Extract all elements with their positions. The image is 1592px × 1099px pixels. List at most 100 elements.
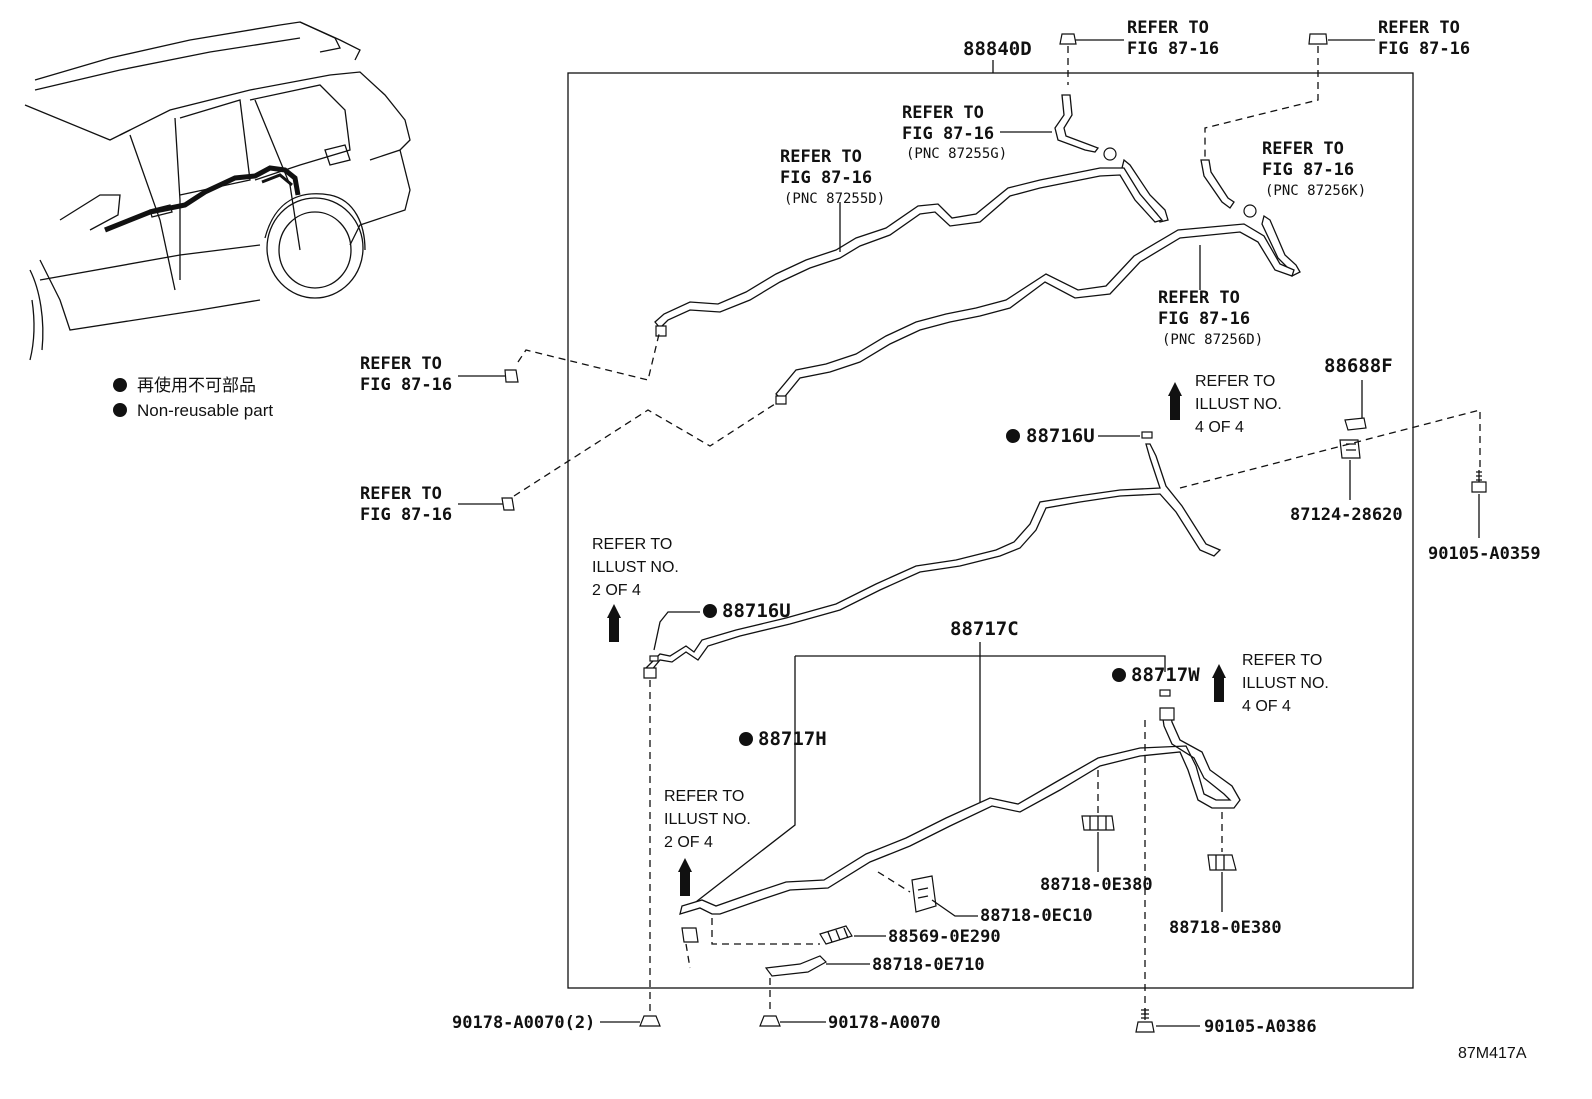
hose-cap-icon [1059, 33, 1077, 45]
svg-text:88716U: 88716U [1026, 425, 1095, 447]
legend-text-jp: 再使用不可部品 [137, 375, 256, 395]
svg-text:ILLUST NO.: ILLUST NO. [1195, 396, 1282, 413]
nut-icon [759, 1015, 781, 1027]
svg-text:90105-A0386: 90105-A0386 [1204, 1017, 1317, 1037]
arrow-up-icon [1212, 664, 1226, 678]
refer-fig-top-1: REFER TO FIG 87-16 [1059, 18, 1219, 85]
part-88569-0E290: 88569-0E290 [819, 925, 1001, 947]
svg-text:88717H: 88717H [758, 728, 827, 750]
clip-icon [1344, 417, 1367, 431]
refer-fig-left-1: REFER TO FIG 87-16 [360, 329, 661, 395]
non-reusable-bullet-icon [739, 732, 753, 746]
refer-illust-right: REFER TO ILLUST NO. 4 OF 4 [1212, 652, 1329, 715]
svg-text:FIG 87-16: FIG 87-16 [1127, 39, 1219, 59]
part-88688F: 88688F [1324, 355, 1393, 431]
hose-clamp-icon [1243, 204, 1257, 218]
part-88717H: 88717H [691, 728, 827, 906]
svg-text:(PNC 87256K): (PNC 87256K) [1265, 183, 1366, 199]
svg-text:REFER TO: REFER TO [1242, 652, 1322, 669]
svg-text:87124-28620: 87124-28620 [1290, 505, 1403, 525]
part-88717C: 88717C [794, 618, 1166, 810]
part-90178-A0070-2: 90178-A0070(2) [452, 1013, 661, 1033]
refer-fig-top-2: REFER TO FIG 87-16 [1204, 18, 1470, 160]
svg-text:2 OF 4: 2 OF 4 [664, 834, 713, 851]
nut-icon [639, 1015, 661, 1027]
svg-text:REFER TO: REFER TO [1195, 373, 1275, 390]
svg-text:FIG 87-16: FIG 87-16 [902, 124, 994, 144]
refer-illust-upper: REFER TO ILLUST NO. 4 OF 4 [1168, 373, 1282, 436]
svg-text:REFER TO: REFER TO [592, 536, 672, 553]
svg-text:(PNC 87256D): (PNC 87256D) [1162, 332, 1263, 348]
svg-text:ILLUST NO.: ILLUST NO. [1242, 675, 1329, 692]
svg-text:88688F: 88688F [1324, 355, 1393, 377]
part-90105-A0386: 90105-A0386 [1135, 1008, 1317, 1037]
hose-clamp-icon [1103, 147, 1117, 161]
svg-text:FIG 87-16: FIG 87-16 [1378, 39, 1470, 59]
part-88718-0EC10: 88718-0EC10 [911, 875, 1093, 926]
bolt-icon [1471, 481, 1487, 493]
refer-fig-87256K: REFER TO FIG 87-16 (PNC 87256K) [1262, 139, 1366, 199]
hose-cap-icon [504, 369, 519, 383]
bolt-icon [1135, 1021, 1155, 1033]
svg-text:88717C: 88717C [950, 618, 1019, 640]
non-reusable-bullet-icon [1112, 668, 1126, 682]
svg-text:88718-0E380: 88718-0E380 [1040, 875, 1153, 895]
part-87124-28620: 87124-28620 [1179, 409, 1481, 525]
part-88718-0E380-b: 88718-0E380 [1169, 854, 1282, 938]
diagram-code: 87M417A [1458, 1045, 1527, 1062]
non-reusable-bullet-icon [1006, 429, 1020, 443]
svg-text:ILLUST NO.: ILLUST NO. [664, 811, 751, 828]
o-ring-icon [649, 655, 659, 662]
svg-text:(PNC 87255D): (PNC 87255D) [784, 191, 885, 207]
svg-text:FIG 87-16: FIG 87-16 [780, 168, 872, 188]
svg-text:ILLUST NO.: ILLUST NO. [592, 559, 679, 576]
pipe-87256D [775, 223, 1295, 405]
legend-text-en: Non-reusable part [137, 401, 273, 420]
svg-text:REFER TO: REFER TO [360, 484, 442, 504]
legend: 再使用不可部品 Non-reusable part [113, 375, 273, 420]
svg-text:FIG 87-16: FIG 87-16 [360, 505, 452, 525]
clamp-icon [1207, 854, 1237, 871]
svg-text:88718-0E710: 88718-0E710 [872, 955, 985, 975]
svg-text:90178-A0070(2): 90178-A0070(2) [452, 1013, 595, 1033]
o-ring-icon [1141, 431, 1153, 439]
part-88716U-lower: 88716U [653, 600, 791, 651]
pipe-lower-88717C [679, 707, 1241, 1015]
non-reusable-bullet-icon [113, 403, 127, 417]
svg-text:88569-0E290: 88569-0E290 [888, 927, 1001, 947]
svg-text:90105-A0359: 90105-A0359 [1428, 544, 1541, 564]
arrow-up-icon [678, 858, 692, 872]
clamp-icon [1339, 439, 1361, 459]
svg-text:90178-A0070: 90178-A0070 [828, 1013, 941, 1033]
svg-text:(PNC 87255G): (PNC 87255G) [906, 146, 1007, 162]
svg-text:REFER TO: REFER TO [1262, 139, 1344, 159]
svg-text:FIG 87-16: FIG 87-16 [1158, 309, 1250, 329]
svg-text:88717W: 88717W [1131, 664, 1200, 686]
assembly-frame [567, 72, 1414, 989]
non-reusable-bullet-icon [703, 604, 717, 618]
arrow-up-icon [1168, 382, 1182, 396]
refer-fig-left-2: REFER TO FIG 87-16 [360, 401, 779, 525]
clamp-icon [819, 925, 853, 945]
pipe-long-middle [643, 443, 1222, 1015]
part-88716U-upper: 88716U [1006, 425, 1153, 447]
part-88718-0E380-a: 88718-0E380 [1040, 815, 1153, 895]
arrow-up-icon [607, 604, 621, 618]
part-88717W: 88717W [1112, 664, 1200, 697]
vehicle-illustration [24, 21, 411, 361]
svg-text:88718-0E380: 88718-0E380 [1169, 918, 1282, 938]
svg-text:4 OF 4: 4 OF 4 [1195, 419, 1244, 436]
svg-text:88716U: 88716U [722, 600, 791, 622]
non-reusable-bullet-icon [113, 378, 127, 392]
refer-illust-left: REFER TO ILLUST NO. 2 OF 4 [592, 536, 679, 642]
part-88718-0E710: 88718-0E710 [764, 955, 985, 1012]
part-90105-A0359: 90105-A0359 [1428, 470, 1541, 564]
refer-illust-lower: REFER TO ILLUST NO. 2 OF 4 [664, 788, 751, 896]
svg-text:FIG 87-16: FIG 87-16 [1262, 160, 1354, 180]
hose-cap-icon [501, 497, 515, 511]
bracket-icon [764, 955, 827, 977]
svg-text:4 OF 4: 4 OF 4 [1242, 698, 1291, 715]
svg-text:REFER TO: REFER TO [664, 788, 744, 805]
